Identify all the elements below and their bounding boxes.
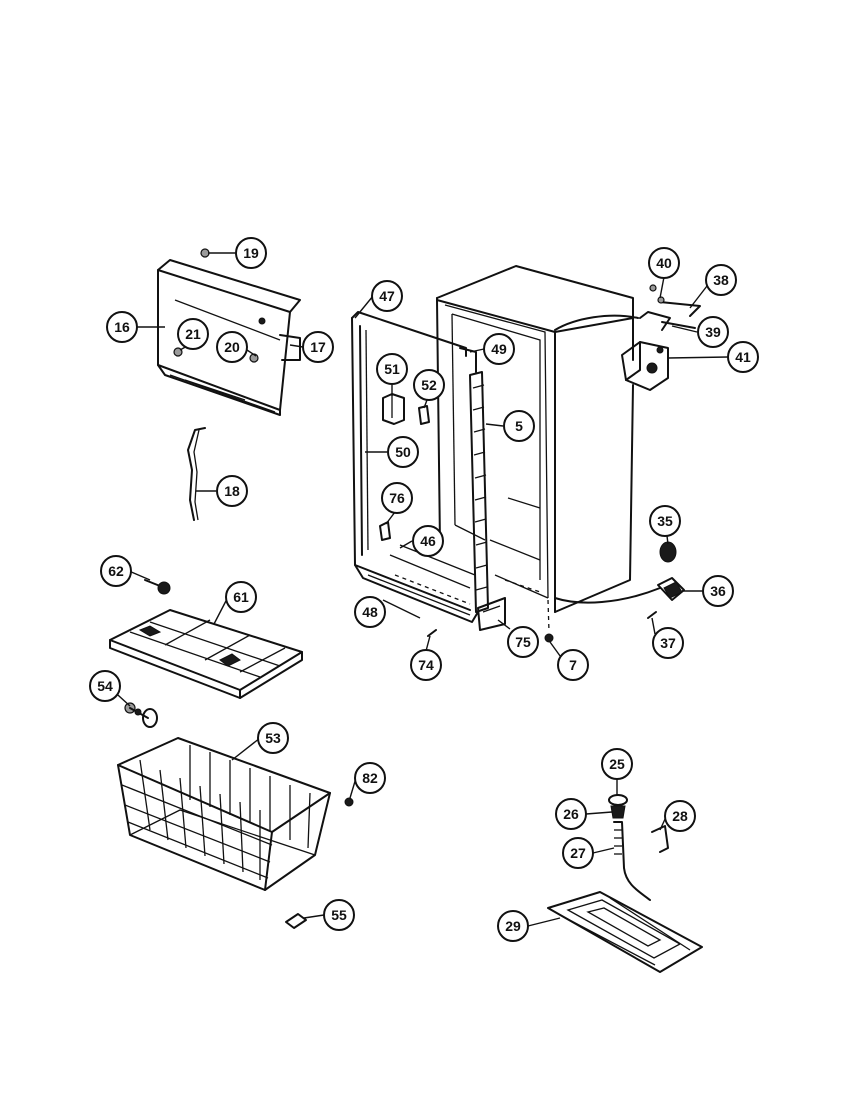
svg-text:54: 54	[97, 678, 113, 694]
panel-part-75	[477, 597, 506, 631]
svg-text:18: 18	[224, 483, 240, 499]
callout-82: 82	[354, 762, 386, 794]
callout-27: 27	[562, 837, 594, 869]
clip-part-52	[418, 405, 430, 425]
svg-text:25: 25	[609, 756, 625, 772]
svg-text:74: 74	[418, 657, 434, 673]
bracket-part-51	[382, 393, 405, 425]
svg-text:62: 62	[108, 563, 124, 579]
callout-35: 35	[649, 505, 681, 537]
callout-52: 52	[413, 369, 445, 401]
light-socket-assembly	[554, 541, 685, 619]
callout-25: 25	[601, 748, 633, 780]
svg-text:37: 37	[660, 635, 676, 651]
callout-7: 7	[557, 649, 589, 681]
svg-text:7: 7	[569, 657, 577, 673]
cabinet-body	[436, 265, 634, 613]
callout-49: 49	[483, 333, 515, 365]
callout-74: 74	[410, 649, 442, 681]
callout-61: 61	[225, 581, 257, 613]
shelf-part-61	[109, 609, 303, 699]
svg-text:76: 76	[389, 490, 405, 506]
svg-text:82: 82	[362, 770, 378, 786]
callout-39: 39	[697, 316, 729, 348]
svg-text:35: 35	[657, 513, 673, 529]
svg-text:26: 26	[563, 806, 579, 822]
svg-text:51: 51	[384, 361, 400, 377]
callout-40: 40	[648, 247, 680, 279]
callout-47: 47	[371, 280, 403, 312]
svg-text:55: 55	[331, 907, 347, 923]
screw-74	[427, 629, 437, 637]
svg-text:48: 48	[362, 604, 378, 620]
callout-18: 18	[216, 475, 248, 507]
svg-text:16: 16	[114, 319, 130, 335]
callout-36: 36	[702, 575, 734, 607]
svg-text:41: 41	[735, 349, 751, 365]
callout-55: 55	[323, 899, 355, 931]
gasket-strip-part-5	[459, 347, 489, 613]
svg-text:27: 27	[570, 845, 586, 861]
callout-16: 16	[106, 311, 138, 343]
callout-62: 62	[100, 555, 132, 587]
thermostat-assembly	[554, 284, 701, 391]
screw-19	[200, 248, 210, 258]
callout-76: 76	[381, 482, 413, 514]
drain-assembly	[608, 794, 669, 901]
callout-38: 38	[705, 264, 737, 296]
callout-46: 46	[412, 525, 444, 557]
callout-29: 29	[497, 910, 529, 942]
drain-pan-part-29	[547, 891, 703, 973]
svg-text:19: 19	[243, 245, 259, 261]
svg-text:47: 47	[379, 288, 395, 304]
callout-75: 75	[507, 626, 539, 658]
callout-48: 48	[354, 596, 386, 628]
knob-part-54	[124, 702, 158, 728]
svg-text:52: 52	[421, 377, 437, 393]
svg-text:39: 39	[705, 324, 721, 340]
svg-text:17: 17	[310, 339, 326, 355]
callout-28: 28	[664, 800, 696, 832]
top-bracket-part	[157, 259, 301, 416]
callout-50: 50	[387, 436, 419, 468]
svg-text:53: 53	[265, 730, 281, 746]
callout-20: 20	[216, 331, 248, 363]
svg-text:29: 29	[505, 918, 521, 934]
svg-text:61: 61	[233, 589, 249, 605]
svg-text:40: 40	[656, 255, 672, 271]
svg-text:50: 50	[395, 444, 411, 460]
callout-37: 37	[652, 627, 684, 659]
foot-part-7	[544, 633, 554, 643]
callout-5: 5	[503, 410, 535, 442]
callout-21: 21	[177, 318, 209, 350]
callout-41: 41	[727, 341, 759, 373]
svg-text:21: 21	[185, 326, 201, 342]
block-part-76	[379, 521, 391, 541]
clip-part-55	[285, 913, 307, 929]
basket-part-53	[117, 737, 331, 891]
svg-text:75: 75	[515, 634, 531, 650]
door-frame	[351, 311, 479, 623]
svg-text:38: 38	[713, 272, 729, 288]
rod-part-18	[187, 427, 206, 521]
svg-text:20: 20	[224, 339, 240, 355]
svg-text:49: 49	[491, 341, 507, 357]
dashed-leaders-bottom	[394, 574, 550, 633]
plug-part-82	[344, 797, 354, 807]
screw-62	[144, 579, 171, 595]
callout-54: 54	[89, 670, 121, 702]
svg-text:28: 28	[672, 808, 688, 824]
callout-17: 17	[302, 331, 334, 363]
svg-text:5: 5	[515, 418, 523, 434]
svg-text:36: 36	[710, 583, 726, 599]
callout-51: 51	[376, 353, 408, 385]
callout-19: 19	[235, 237, 267, 269]
callout-53: 53	[257, 722, 289, 754]
svg-text:46: 46	[420, 533, 436, 549]
callout-26: 26	[555, 798, 587, 830]
